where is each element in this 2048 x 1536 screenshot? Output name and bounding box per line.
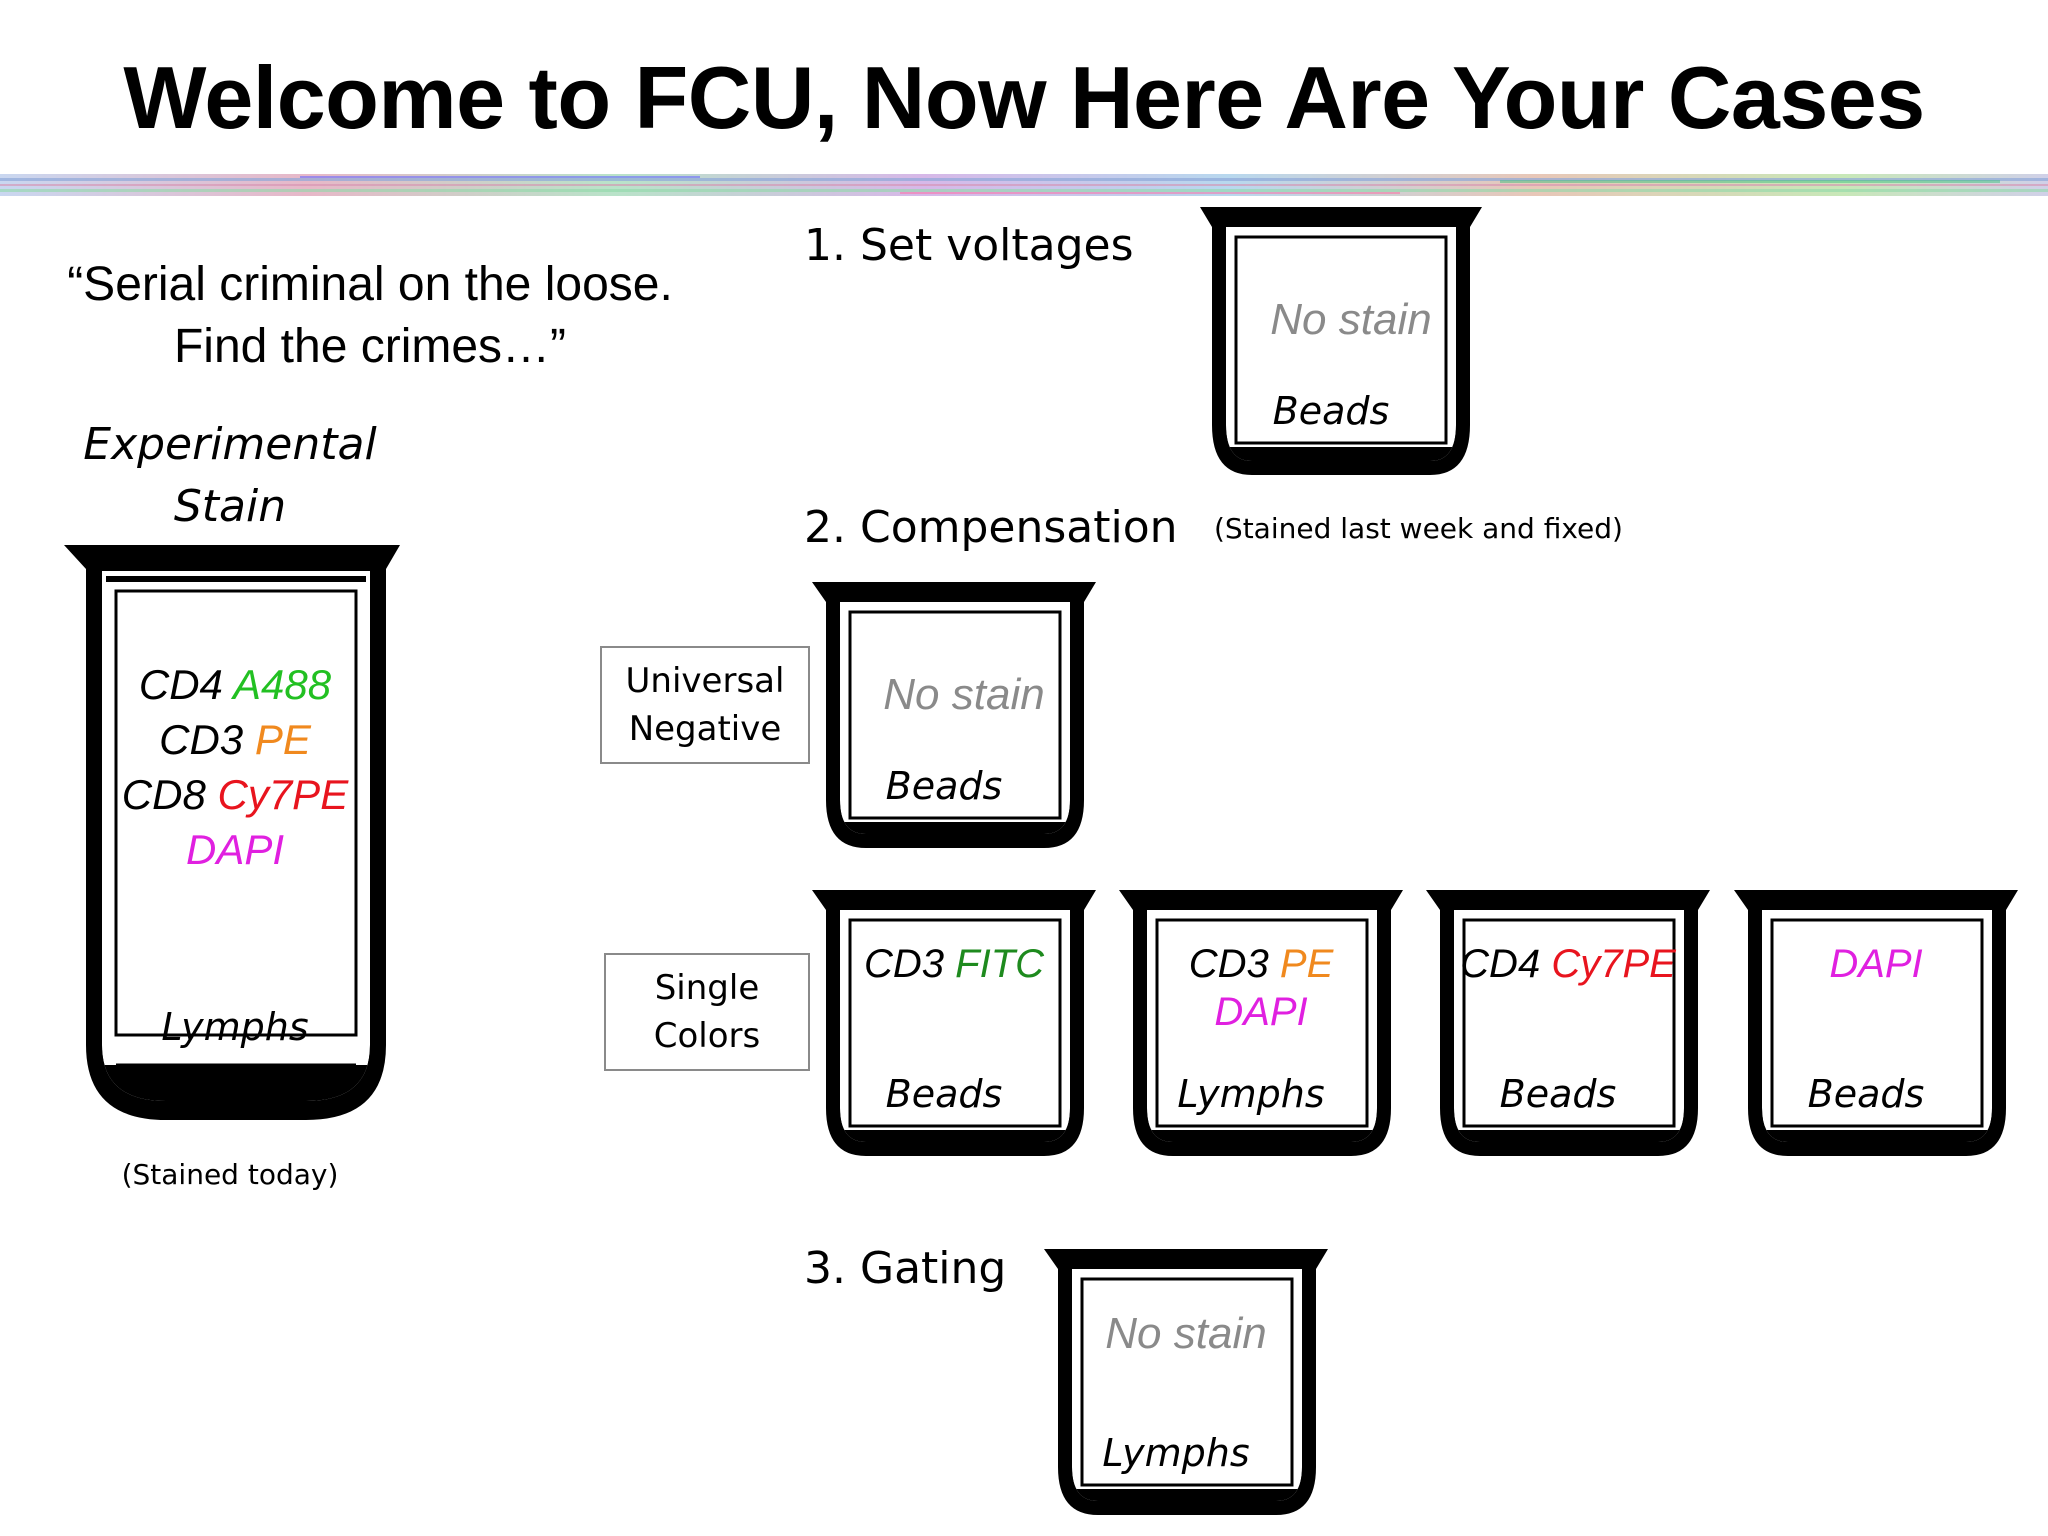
- marker-row: DAPI: [60, 822, 410, 877]
- single-colors-line-2: Colors: [653, 1016, 761, 1056]
- single-color-stain: CD3 FITC: [818, 940, 1090, 988]
- single-color-tube: CD3 FITC Beads: [808, 886, 1100, 1160]
- gating-tube: No stain Lymphs: [1040, 1245, 1332, 1519]
- quote-line-1: “Serial criminal on the loose.: [67, 258, 673, 311]
- stain-fluor: PE: [1279, 942, 1334, 986]
- single-color-tube-icon: [1119, 890, 1403, 1156]
- stain-antigen: CD4: [1460, 942, 1541, 986]
- single-color-tube: CD3 PE DAPI Lymphs: [1115, 886, 1407, 1160]
- no-stain-label: No stain: [1105, 1309, 1267, 1358]
- marker-row: CD4 A488: [60, 657, 410, 712]
- stain-fluor: FITC: [955, 942, 1045, 986]
- universal-negative-sample-label: Beads: [885, 764, 1003, 808]
- universal-negative-line-1: Universal: [625, 661, 785, 701]
- marker-fluor: A488: [233, 661, 332, 708]
- marker-fluor: PE: [254, 716, 311, 763]
- marker-row: CD3 PE: [60, 712, 410, 767]
- stain-antigen: CD3: [1188, 942, 1269, 986]
- single-colors-line-1: Single: [654, 968, 760, 1008]
- experimental-heading-line-2: Stain: [173, 481, 287, 532]
- page-title: Welcome to FCU, Now Here Are Your Cases: [123, 48, 1925, 147]
- single-color-tube-icon: [1734, 890, 2018, 1156]
- single-color-tube-icon: [1426, 890, 1710, 1156]
- single-color-tube-icon: [812, 890, 1096, 1156]
- marker-antigen: CD8: [121, 771, 206, 818]
- voltages-sample-label: Beads: [1272, 389, 1390, 433]
- header-divider: [0, 174, 2048, 196]
- gating-sample-label: Lymphs: [1102, 1431, 1250, 1475]
- stain-antigen: CD3: [863, 942, 945, 986]
- step-gating: 3. Gating: [804, 1243, 1007, 1294]
- single-color-stain: DAPI: [1740, 940, 2012, 988]
- single-color-tube: DAPI Beads: [1730, 886, 2022, 1160]
- experimental-sample-label: Lymphs: [161, 1005, 309, 1049]
- single-color-stain: CD4 Cy7PE: [1432, 940, 1704, 988]
- single-color-sample-label: Beads: [1499, 1072, 1617, 1116]
- stain-fluor: Cy7PE: [1551, 942, 1676, 986]
- marker-antigen: CD3: [159, 716, 244, 763]
- universal-negative-tube-icon: [812, 582, 1096, 848]
- universal-negative-box: Universal Negative: [600, 646, 810, 764]
- single-color-sample-label: Beads: [885, 1072, 1003, 1116]
- experimental-markers: CD4 A488 CD3 PE CD8 Cy7PE DAPI: [60, 657, 410, 877]
- single-color-sample-label: Beads: [1807, 1072, 1925, 1116]
- experimental-note: (Stained today): [121, 1158, 339, 1191]
- quote-line-2: Find the crimes…”: [173, 320, 567, 373]
- experimental-heading-line-1: Experimental: [83, 419, 377, 470]
- stain-extra-fluor: DAPI: [1214, 990, 1308, 1034]
- marker-antigen: CD4: [138, 661, 223, 708]
- marker-row: CD8 Cy7PE: [60, 767, 410, 822]
- stain-fluor: DAPI: [1829, 942, 1923, 986]
- no-stain-label: No stain: [883, 670, 1045, 719]
- single-color-stain: CD3 PE DAPI: [1125, 940, 1397, 1036]
- single-color-tube: CD4 Cy7PE Beads: [1422, 886, 1714, 1160]
- universal-negative-tube: No stain Beads: [808, 578, 1100, 852]
- single-colors-box: Single Colors: [604, 953, 810, 1071]
- universal-negative-line-2: Negative: [628, 709, 782, 749]
- marker-fluor: DAPI: [185, 826, 285, 873]
- single-color-sample-label: Lymphs: [1177, 1072, 1325, 1116]
- gating-tube-icon: [1044, 1249, 1328, 1515]
- no-stain-label: No stain: [1270, 295, 1432, 344]
- voltages-tube-icon: [1200, 207, 1482, 475]
- step-set-voltages: 1. Set voltages: [804, 220, 1134, 271]
- case-quote: “Serial criminal on the loose. Find the …: [20, 254, 720, 378]
- experimental-heading: Experimental Stain: [80, 414, 380, 538]
- voltages-note: (Stained last week and fixed): [1214, 512, 1623, 545]
- marker-fluor: Cy7PE: [217, 771, 349, 818]
- experimental-tube-icon: [64, 545, 400, 1120]
- step-compensation: 2. Compensation: [804, 502, 1178, 553]
- experimental-tube: CD4 A488 CD3 PE CD8 Cy7PE DAPI Lymphs: [60, 535, 410, 1130]
- voltages-tube: No stain Beads: [1196, 203, 1486, 478]
